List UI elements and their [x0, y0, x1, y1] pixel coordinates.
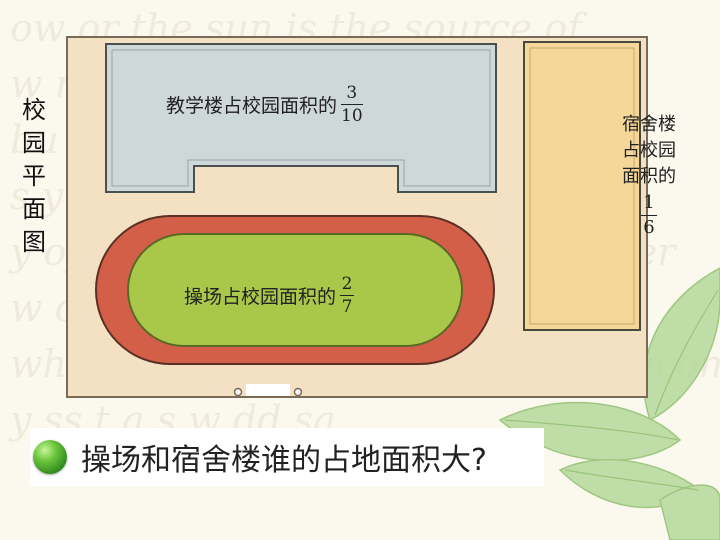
- leaf-icon: [659, 484, 720, 540]
- fraction-denominator: 7: [341, 296, 353, 317]
- fraction-three-tenths: 3 10: [341, 83, 363, 126]
- fraction-one-sixth: 1 6: [641, 192, 657, 239]
- campus-map-drawing: [95, 41, 641, 396]
- fraction-two-sevenths: 2 7: [340, 273, 355, 317]
- question-text: 操场和宿舍楼谁的占地面积大?: [81, 443, 487, 478]
- leaf-icon: [643, 267, 720, 422]
- fraction-denominator: 6: [643, 217, 655, 238]
- leaf-icon: [558, 458, 702, 509]
- dormitory-text-line: 面积的: [622, 166, 676, 187]
- teaching-building-label: 教学楼占校园面积的 3 10: [166, 80, 363, 128]
- dormitory-text-line: 占校园: [622, 140, 676, 161]
- green-bullet-icon: [33, 440, 67, 474]
- dormitory-label: 宿舍楼 占校园 面积的 1 6: [596, 112, 702, 239]
- playground-text: 操场占校园面积的: [184, 285, 337, 308]
- fraction-denominator: 10: [341, 105, 363, 126]
- question-banner: 操场和宿舍楼谁的占地面积大?: [30, 428, 544, 486]
- side-title: 校园平面图: [22, 96, 46, 256]
- fraction-numerator: 3: [346, 82, 358, 103]
- teaching-building: [105, 43, 497, 193]
- dormitory-building: [523, 41, 641, 331]
- playground-field: [127, 233, 463, 347]
- fraction-numerator: 2: [341, 273, 353, 294]
- playground-label: 操场占校园面积的 2 7: [184, 270, 355, 320]
- dormitory-text-line: 宿舍楼: [622, 114, 676, 135]
- campus-map: 教学楼占校园面积的 3 10 操场占校园面积的 2 7 宿舍楼 占校园 面积的 …: [66, 36, 676, 398]
- fraction-numerator: 1: [643, 192, 655, 213]
- teaching-building-text: 教学楼占校园面积的: [166, 94, 338, 117]
